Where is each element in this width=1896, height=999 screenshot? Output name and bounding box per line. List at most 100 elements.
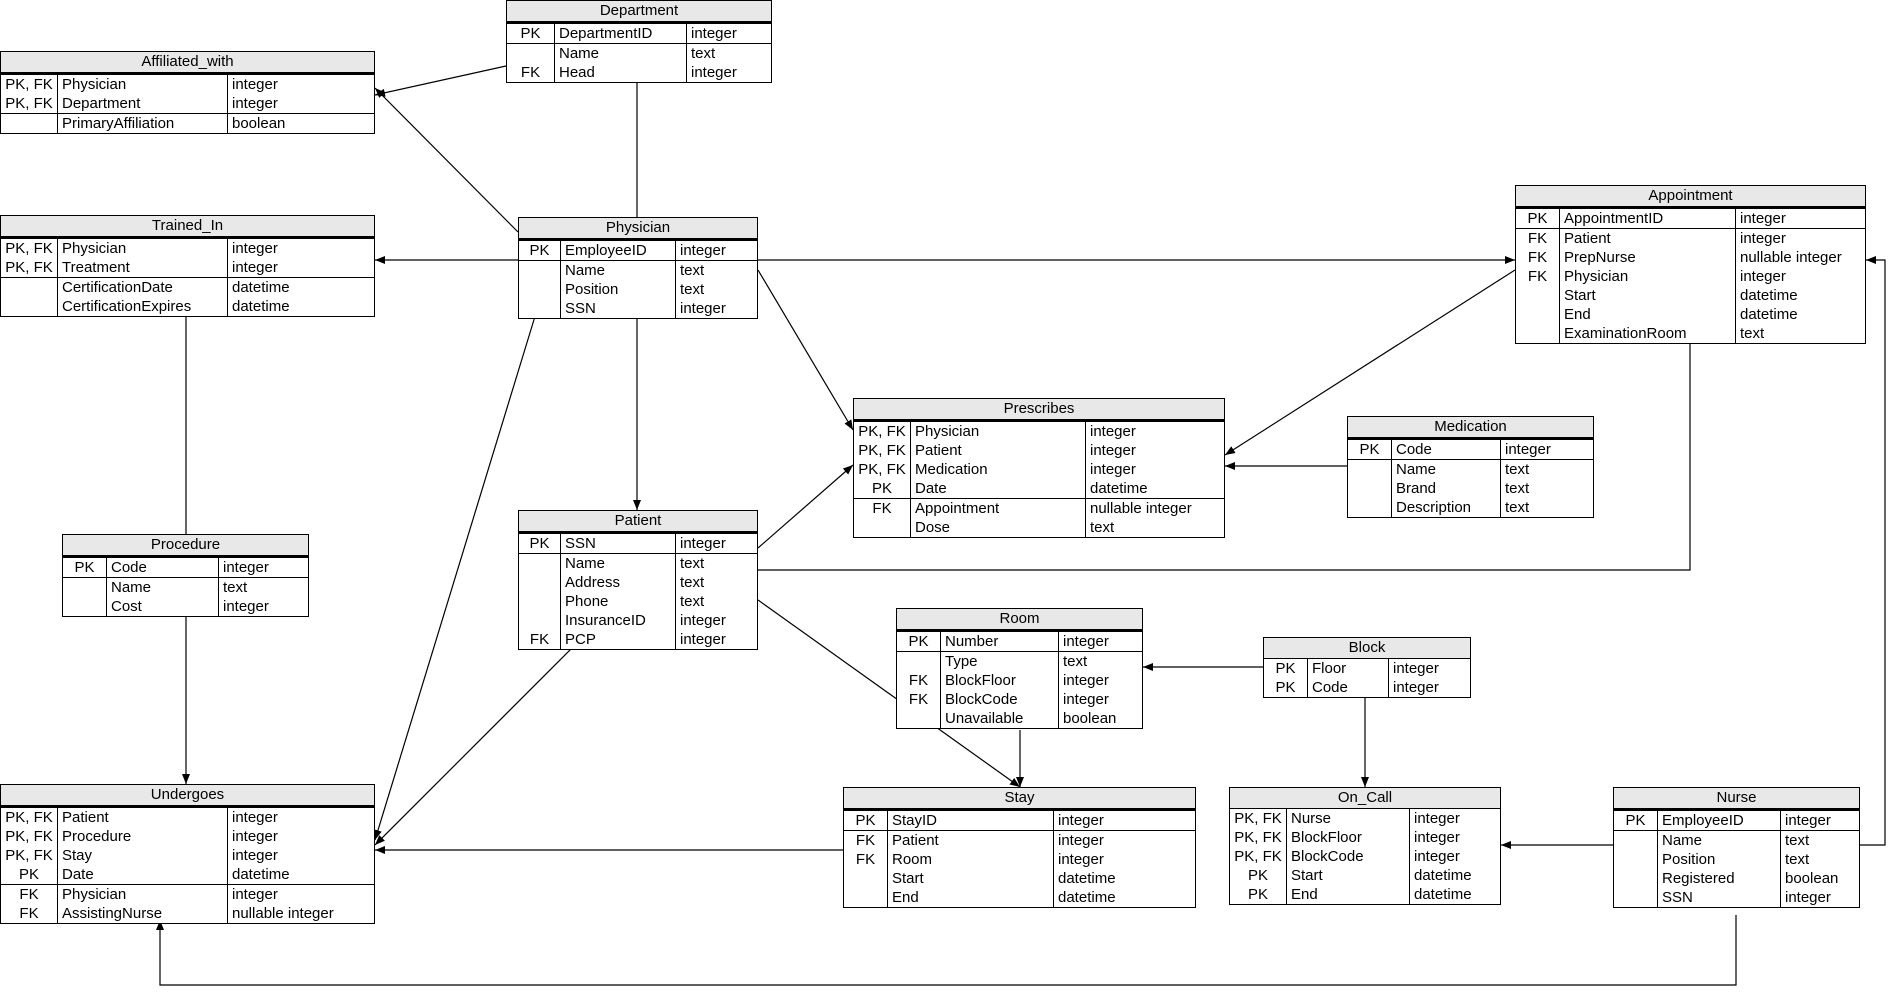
attribute-name: Appointment <box>911 499 1086 518</box>
attribute-name: Physician <box>1560 267 1736 286</box>
attribute-type: integer <box>680 535 726 552</box>
attribute-name: Department <box>58 94 228 113</box>
attribute-key <box>1 278 58 297</box>
attribute-name: EmployeeID <box>1658 811 1781 830</box>
attribute-name: BlockCode <box>941 690 1059 709</box>
attribute-type: datetime <box>232 279 290 296</box>
attribute-key <box>897 709 941 728</box>
attribute-key: PK, FK <box>1230 809 1287 828</box>
attribute-name: Number <box>941 632 1059 651</box>
attribute-name: Code <box>1392 440 1501 459</box>
attribute-type: integer <box>680 631 726 648</box>
attribute-name: BlockFloor <box>1287 828 1410 847</box>
attribute-key: PK <box>897 632 941 651</box>
edge-physician-to-undergoes <box>374 299 541 841</box>
attribute-name: Room <box>888 850 1054 869</box>
attribute-type: text <box>680 281 705 298</box>
attribute-key: PK, FK <box>1230 847 1287 866</box>
entity-title-procedure: Procedure <box>63 535 308 558</box>
attribute-name: Treatment <box>58 258 228 277</box>
attribute-name: Floor <box>1308 659 1389 678</box>
attribute-type: integer <box>1058 812 1104 829</box>
attribute-type: integer <box>1740 210 1786 227</box>
attribute-key: FK <box>897 690 941 709</box>
attribute-key: PK <box>1264 659 1308 678</box>
attribute-name: Code <box>107 558 219 577</box>
attribute-type: integer <box>1785 812 1831 829</box>
attribute-type: datetime <box>1740 306 1798 323</box>
attribute-key <box>1348 479 1392 498</box>
entity-title-patient: Patient <box>519 511 757 534</box>
attribute-key <box>63 597 107 616</box>
attribute-key <box>1614 888 1658 907</box>
attribute-type: integer <box>232 95 278 112</box>
attribute-key <box>1 114 58 133</box>
attribute-type: text <box>223 579 248 596</box>
attribute-name: Phone <box>561 592 676 611</box>
attribute-key: FK <box>1516 248 1560 267</box>
attribute-type: nullable integer <box>1090 500 1192 517</box>
attribute-type: text <box>1505 461 1530 478</box>
attribute-name: Unavailable <box>941 709 1059 728</box>
attribute-name: Address <box>561 573 676 592</box>
attribute-name: Physician <box>911 422 1086 441</box>
attribute-key: PK <box>507 24 555 43</box>
attribute-key: PK <box>1230 866 1287 885</box>
attribute-name: PCP <box>561 630 676 649</box>
attribute-key: PK <box>519 534 561 553</box>
attribute-key <box>519 554 561 573</box>
attribute-name: PrimaryAffiliation <box>58 114 228 133</box>
attribute-type: text <box>1505 480 1530 497</box>
attribute-type: datetime <box>1090 480 1148 497</box>
attribute-name: Patient <box>911 441 1086 460</box>
attribute-name: SSN <box>1658 888 1781 907</box>
attribute-type: integer <box>1505 441 1551 458</box>
attribute-name: Patient <box>1560 229 1736 248</box>
attribute-name: Procedure <box>58 827 228 846</box>
entity-title-stay: Stay <box>844 788 1195 811</box>
attribute-type: boolean <box>1785 870 1839 887</box>
attribute-name: Start <box>888 869 1054 888</box>
attribute-type: integer <box>1090 461 1136 478</box>
